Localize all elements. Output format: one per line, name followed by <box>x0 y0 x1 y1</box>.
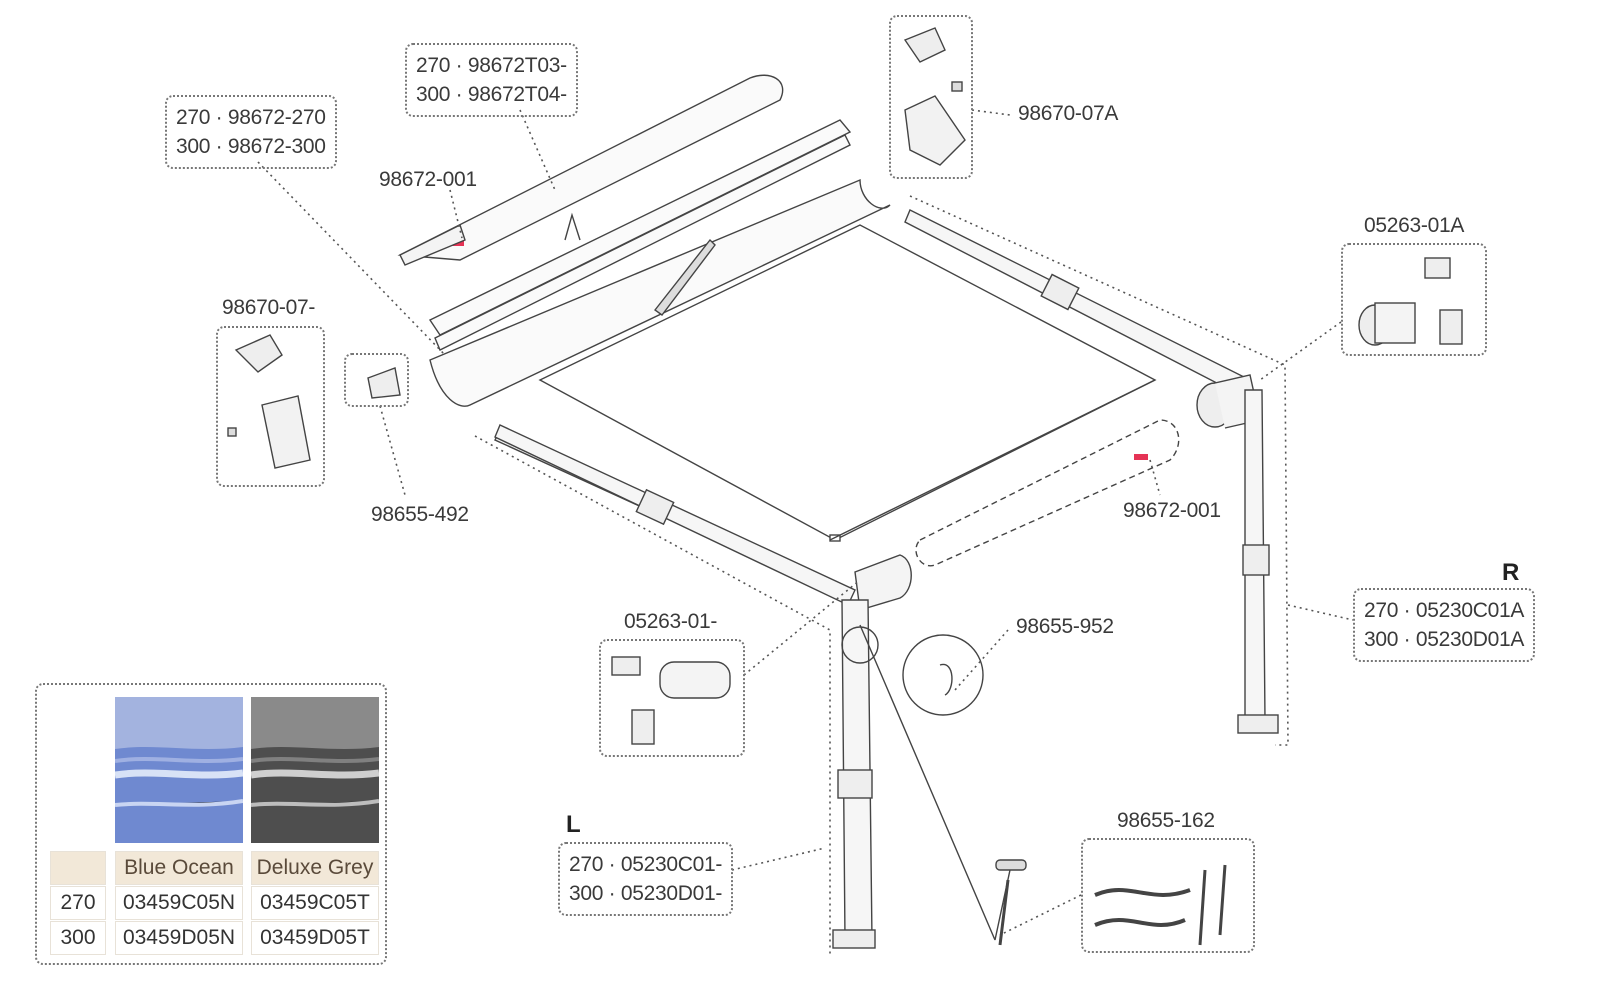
cover-callout: 270 · 98672T03- 300 · 98672T04- <box>405 43 578 117</box>
cassette-cap-right-box <box>889 15 973 179</box>
leg-right-callout: 270 · 05230C01A 300 · 05230D01A <box>1353 588 1536 662</box>
table-header-blue-ocean: Blue Ocean <box>115 851 243 885</box>
end-cap-top-label: 98672-001 <box>379 168 477 191</box>
table-cell: 03459C05T <box>251 886 379 920</box>
cassette-cap-right-label: 98670-07A <box>1018 102 1119 125</box>
table-cell: 03459D05N <box>115 921 243 955</box>
table-cell: 03459C05N <box>115 886 243 920</box>
leg-left-300: 300 · 05230D01- <box>569 882 723 905</box>
table-cell: 270 <box>50 886 106 920</box>
leg-right-270: 270 · 05230C01A <box>1364 599 1525 622</box>
leader-lines <box>257 109 1354 955</box>
leg-right-300: 300 · 05230D01A <box>1364 628 1525 651</box>
lead-rail-300: 300 · 98672-300 <box>176 135 326 158</box>
left-side-marker: L <box>566 811 581 838</box>
joint-left-label: 05263-01- <box>624 610 718 633</box>
table-header-deluxe-grey: Deluxe Grey <box>251 851 379 885</box>
part-thumbnails <box>227 27 1463 946</box>
table-cell: 03459D05T <box>251 921 379 955</box>
left-arm <box>494 424 1027 949</box>
cassette-body <box>397 74 891 407</box>
deluxe-grey-swatch <box>251 697 379 843</box>
leg-left-callout: 270 · 05230C01- 300 · 05230D01- <box>558 842 734 916</box>
right-side-marker: R <box>1502 559 1520 586</box>
table-cell: 300 <box>50 921 106 955</box>
lead-rail-270: 270 · 98672-270 <box>176 106 326 129</box>
tie-down-kit-label: 98655-162 <box>1117 809 1215 832</box>
lead-rail-callout: 270 · 98672-270 300 · 98672-300 <box>165 95 337 169</box>
blue-ocean-swatch <box>115 697 243 843</box>
joint-right-box <box>1341 243 1487 356</box>
fabric-legend: Blue Ocean Deluxe Grey 270 03459C05N 034… <box>35 683 387 965</box>
cover-270: 270 · 98672T03- <box>416 54 567 77</box>
cover-300: 300 · 98672T04- <box>416 83 567 106</box>
cassette-cap-left-box <box>216 326 325 487</box>
joint-left-box <box>599 639 745 757</box>
cassette-cap-left-label: 98670-07- <box>222 296 316 319</box>
joint-right-label: 05263-01A <box>1364 214 1465 237</box>
leg-left-270: 270 · 05230C01- <box>569 853 723 876</box>
tie-down-kit-box <box>1081 838 1255 953</box>
table-header-size <box>50 851 106 885</box>
end-cap-bottom-label: 98672-001 <box>1123 499 1221 522</box>
bracket-label: 98655-492 <box>371 503 469 526</box>
right-arm <box>904 209 1279 734</box>
bracket-box <box>344 353 409 407</box>
cord-clip-label: 98655-952 <box>1016 615 1114 638</box>
